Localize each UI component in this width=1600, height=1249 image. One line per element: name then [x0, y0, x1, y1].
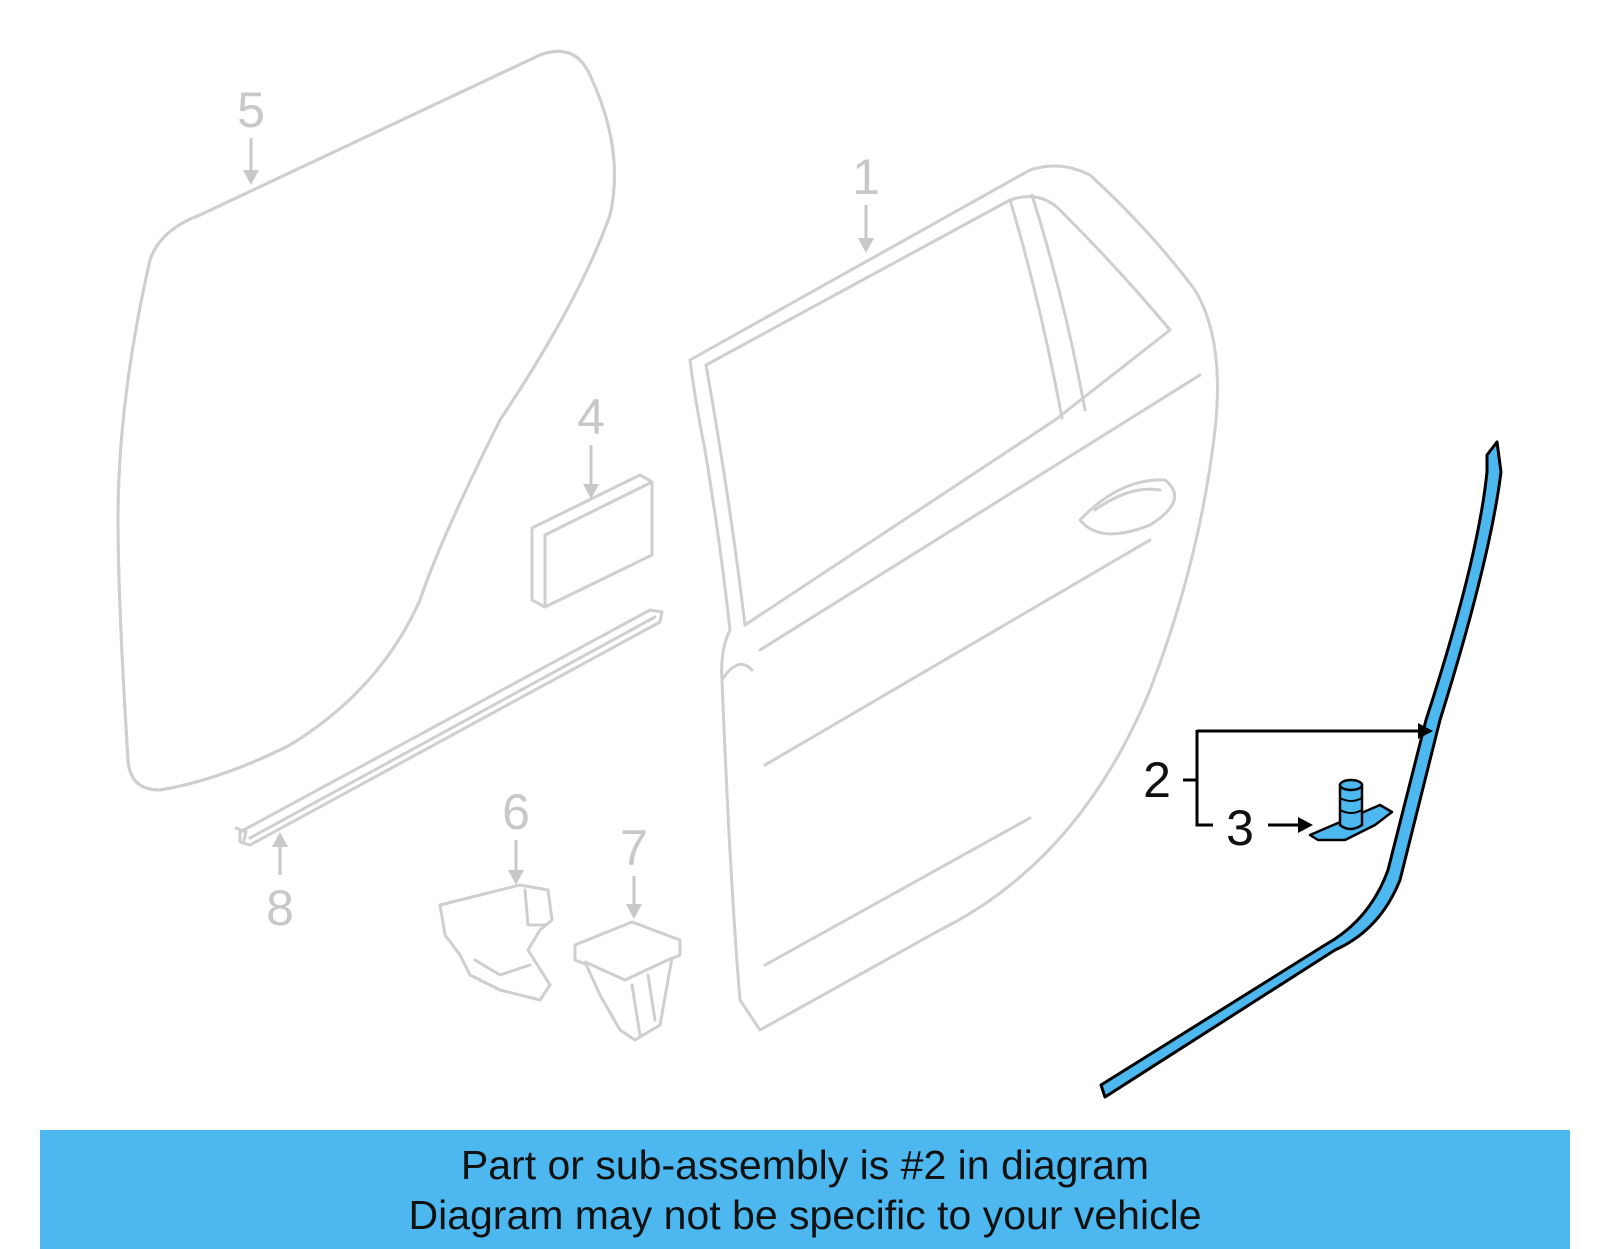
part-3-fastener [1308, 778, 1394, 842]
arrowhead-2 [1418, 723, 1433, 739]
part-7-clip [573, 920, 682, 1042]
part-8-belt-molding [234, 608, 664, 847]
banner-line-2: Diagram may not be specific to your vehi… [408, 1192, 1202, 1238]
callout-8: 8 [266, 880, 294, 936]
callout-3: 3 [1226, 800, 1254, 856]
dark-leaders [1183, 723, 1433, 833]
callout-1: 1 [852, 149, 880, 205]
part-6-bracket [438, 883, 554, 1002]
callout-6: 6 [502, 784, 530, 840]
info-banner: Part or sub-assembly is #2 in diagram Di… [40, 1130, 1570, 1249]
callout-5: 5 [237, 82, 265, 138]
callout-2: 2 [1143, 752, 1171, 808]
part-2-door-molding [1099, 440, 1503, 1099]
part-1-door-shell [688, 164, 1219, 1032]
grey-leaders [243, 138, 874, 919]
door-molding-highlight [1099, 440, 1503, 1099]
callout-4: 4 [577, 389, 605, 445]
part-5-door-seal [116, 49, 616, 792]
part-4-pad [530, 473, 654, 609]
banner-line-1: Part or sub-assembly is #2 in diagram [460, 1142, 1150, 1188]
callout-7: 7 [620, 820, 648, 876]
arrowhead-3 [1298, 817, 1313, 833]
